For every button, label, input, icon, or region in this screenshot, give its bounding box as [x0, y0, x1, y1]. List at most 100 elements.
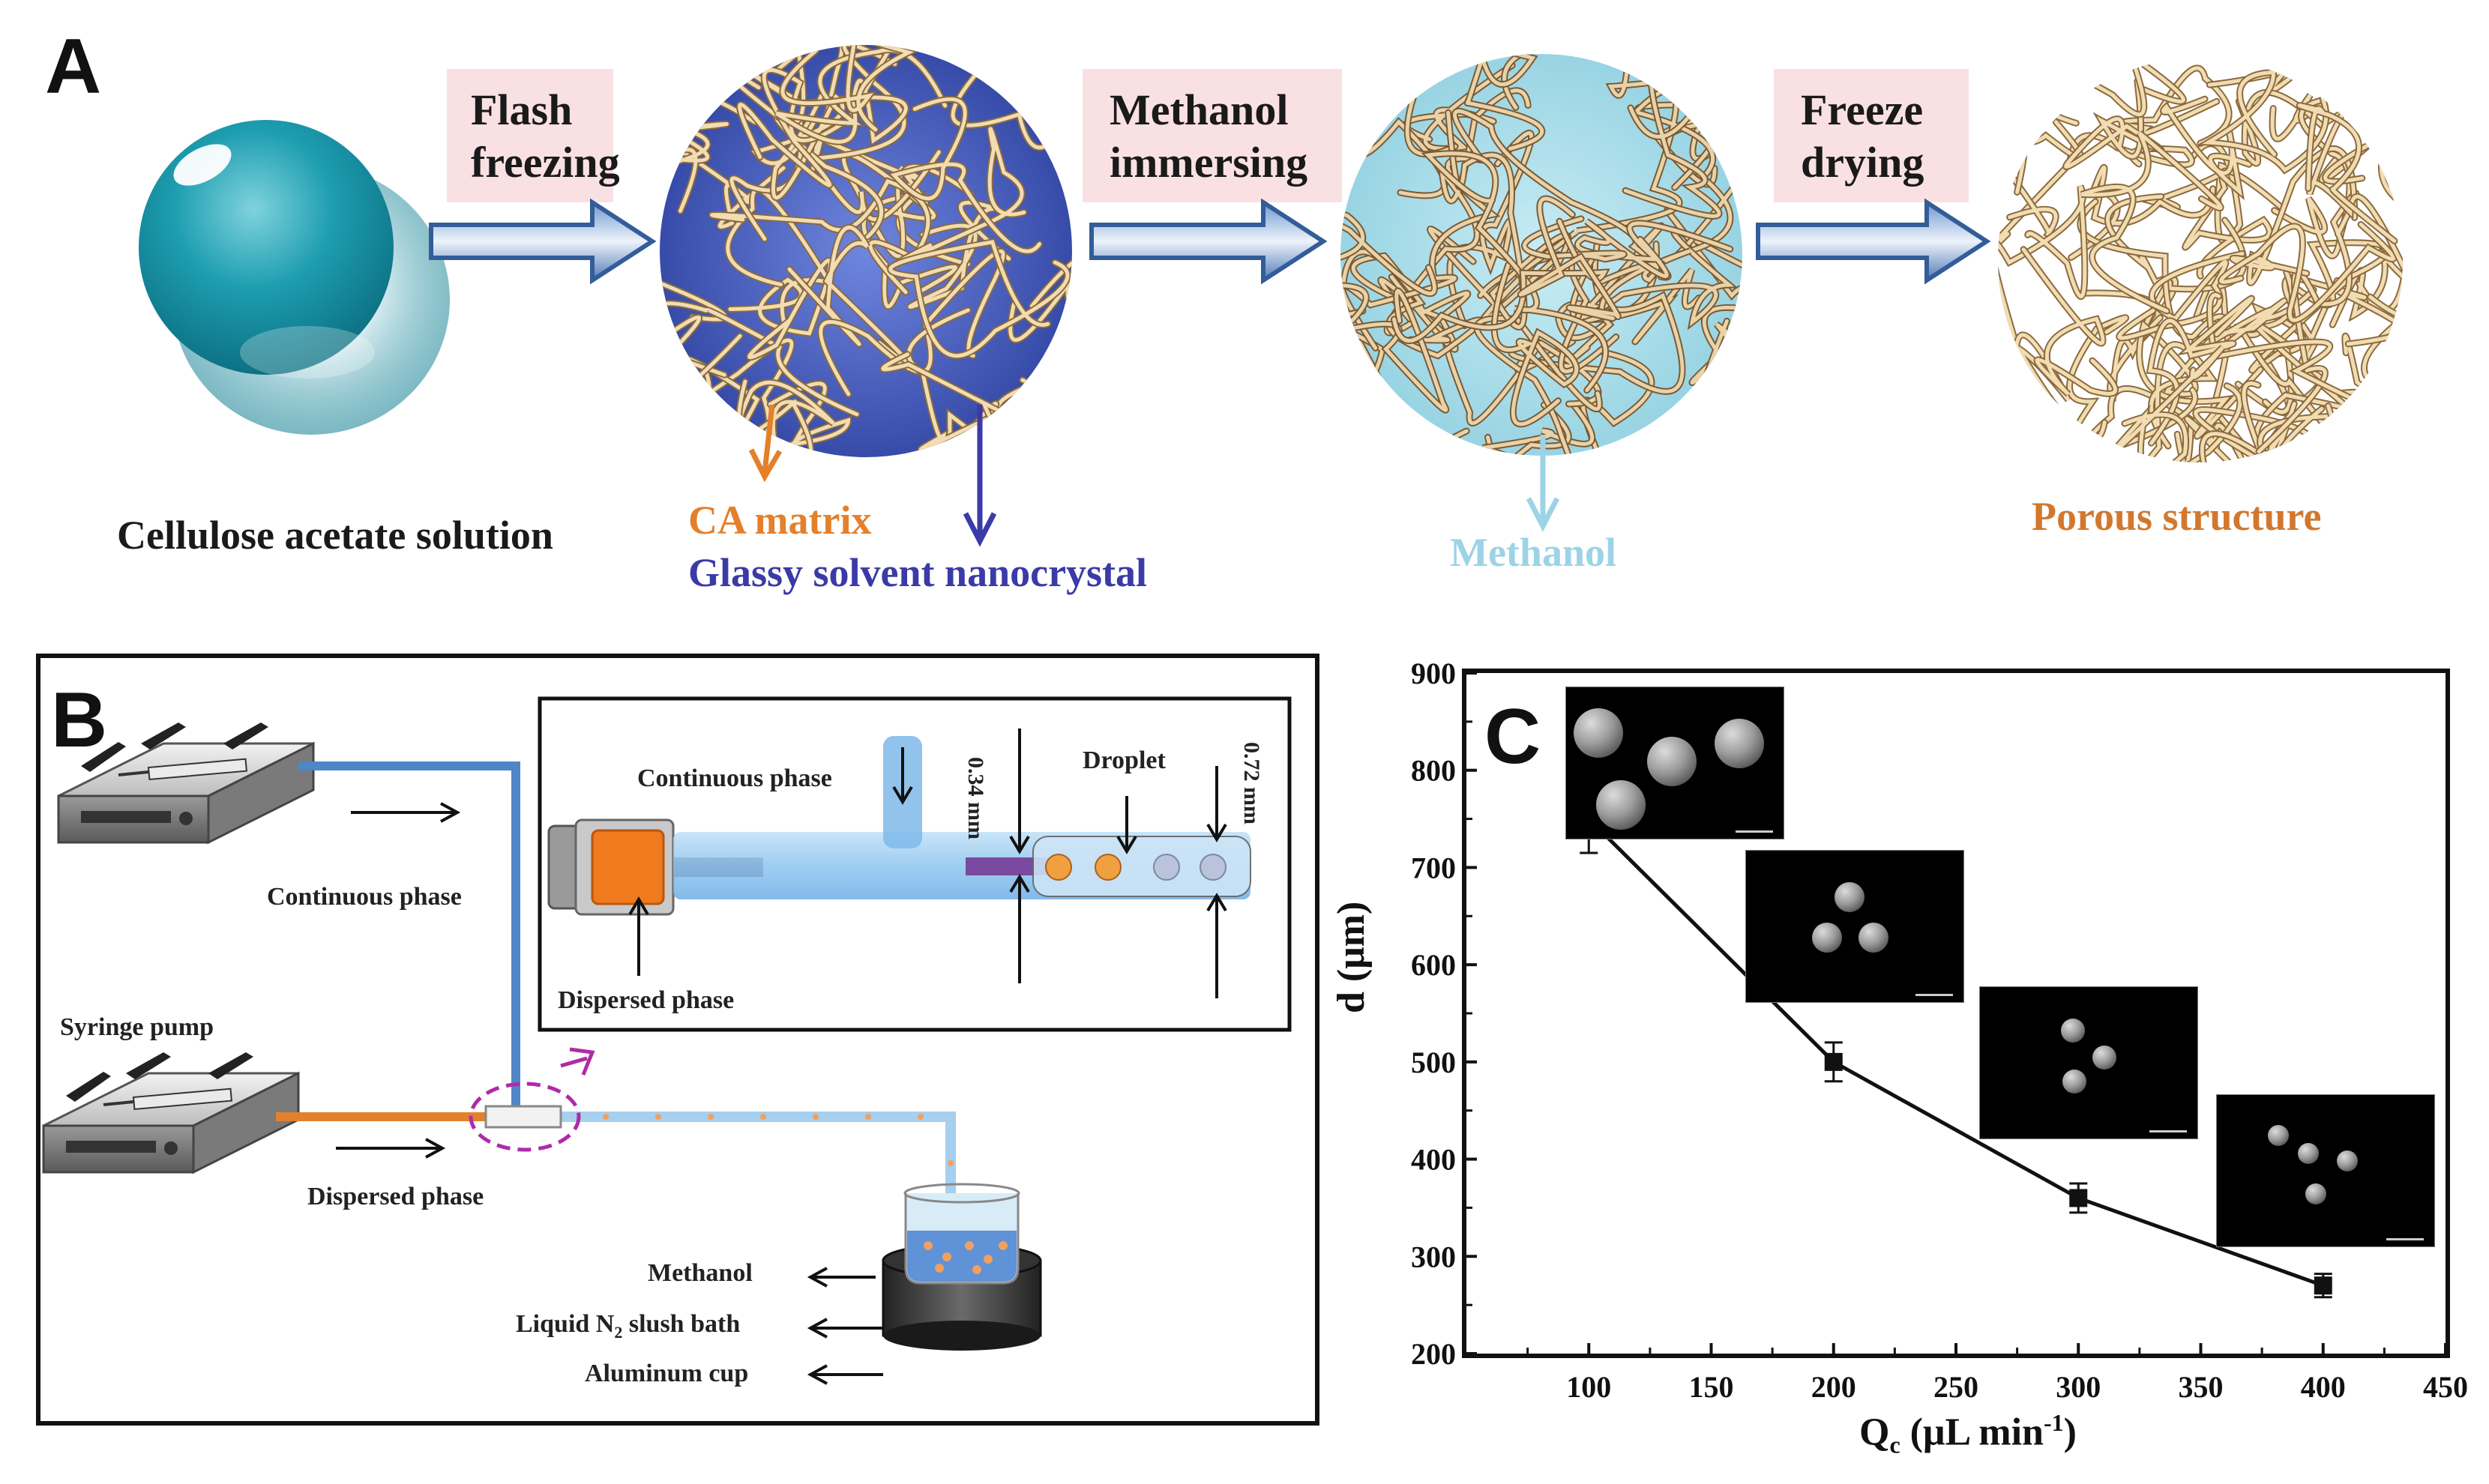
chart-xlabel: Qc (μL min-1) [1859, 1409, 2077, 1459]
panel-a-letter: A [45, 23, 102, 110]
fiber-strand [1379, 277, 1575, 425]
fiber-strand [2297, 103, 2397, 243]
fiber-strand [1518, 196, 1620, 321]
step-label-freeze-line2: drying [1801, 138, 1924, 187]
chart-xlabel-close: ) [2063, 1411, 2077, 1454]
fiber-strand [751, 94, 845, 200]
syringe-pump-dispersed [42, 1052, 300, 1174]
label-dispersed-phase-pump: Dispersed phase [307, 1183, 484, 1210]
label-aluminum-cup: Aluminum cup [585, 1360, 749, 1387]
y-tick-label: 700 [1411, 851, 1456, 884]
fiber-strand [1515, 88, 1715, 277]
data-point [2069, 1189, 2088, 1207]
label-continuous-phase-pump: Continuous phase [267, 883, 462, 911]
step-label-flash: Flash freezing [471, 84, 620, 189]
y-tick-label: 300 [1411, 1240, 1456, 1273]
x-tick-label: 450 [2423, 1370, 2468, 1404]
x-tick-label: 350 [2179, 1370, 2224, 1404]
fiber-strand [1340, 203, 1436, 320]
label-slush-bath: Liquid N2 slush bath [516, 1310, 740, 1342]
y-tick-label: 800 [1411, 754, 1456, 788]
step-label-methanol-line1: Methanol [1110, 85, 1289, 134]
step-label-flash-line1: Flash [471, 85, 573, 134]
step-box-methanol-immersing [1083, 69, 1342, 202]
fiber-strand [1376, 402, 1571, 456]
fiber-strand [1690, 297, 1742, 386]
inset-label-dim1: 0.34 mm [963, 757, 988, 839]
fiber-strand [1571, 249, 1691, 361]
caption-ca-matrix: CA matrix [688, 498, 872, 543]
microfluidic-setup-diagram [42, 696, 1292, 1385]
fiber-strand [1424, 151, 1608, 393]
fiber-strand [1623, 58, 1721, 218]
label-syringe-pump: Syringe pump [60, 1013, 214, 1041]
chart-xlabel-sup: -1 [2043, 1409, 2064, 1436]
chart-xlabel-main: Q [1859, 1411, 1890, 1454]
x-tick-label: 250 [1933, 1370, 1978, 1404]
beaker-slush-bath [882, 1183, 1042, 1351]
step-box-freeze-drying [1774, 69, 1969, 202]
sem-image-300 [1979, 986, 2198, 1139]
y-tick-label: 500 [1411, 1046, 1456, 1079]
fiber-strand [2111, 346, 2224, 462]
label-slush-sub: 2 [614, 1322, 623, 1342]
fiber-strand [2230, 147, 2357, 285]
fiber-strand [2021, 247, 2117, 396]
inset-label-continuous-phase: Continuous phase [637, 764, 832, 792]
y-tick-label: 600 [1411, 948, 1456, 982]
x-tick-label: 400 [2301, 1370, 2346, 1404]
inset-label-dispersed-phase: Dispersed phase [558, 986, 735, 1014]
caption-cellulose-solution: Cellulose acetate solution [117, 513, 553, 558]
x-tick-label: 300 [2056, 1370, 2101, 1404]
fiber-strand [2147, 296, 2254, 445]
fiber-strand [737, 68, 856, 187]
fiber-strand [1351, 253, 1469, 352]
fiber-strand [1665, 208, 1742, 333]
data-point [1824, 1052, 1843, 1071]
process-arrows [429, 198, 1991, 285]
fiber-strand [1340, 283, 1448, 412]
caption-methanol: Methanol [1450, 530, 1616, 575]
arrow-methanol-immersing [1089, 198, 1328, 285]
fiber-strand [1492, 262, 1579, 426]
caption-glassy-solvent: Glassy solvent nanocrystal [688, 550, 1148, 595]
panel-a-pointers [748, 404, 1560, 547]
y-tick-label: 400 [1411, 1143, 1456, 1177]
data-point [2314, 1276, 2332, 1295]
fiber-strand [1523, 217, 1626, 373]
y-tick-label: 200 [1411, 1337, 1456, 1371]
panel-b-letter: B [51, 677, 108, 764]
fiber-strand [2219, 223, 2396, 322]
fiber-strand [1998, 185, 2087, 340]
sem-image-400 [2216, 1094, 2435, 1247]
fiber-strand [660, 182, 727, 322]
fiber-strand [780, 45, 915, 132]
fiber-strand [1466, 54, 1544, 151]
chart-ylabel: d (μm) [1330, 901, 1373, 1013]
series-line [1587, 817, 2324, 1288]
arrow-flash-freezing [429, 198, 657, 285]
fiber-strand [2080, 131, 2223, 313]
chart-xlabel-sub: c [1889, 1431, 1900, 1459]
fiber-strand [2137, 320, 2263, 438]
y-tick-label: 900 [1411, 657, 1456, 690]
label-methanol: Methanol [648, 1259, 753, 1287]
step-box-flash-freezing [447, 69, 613, 202]
fiber-strand [2117, 251, 2245, 340]
cellulose-solution-droplet [139, 120, 450, 435]
syringe-pump-continuous [57, 723, 315, 845]
panel-c-letter: C [1484, 693, 1541, 780]
caption-porous-structure: Porous structure [2032, 494, 2322, 539]
arrow-freeze-drying [1756, 198, 1991, 285]
step-label-flash-line2: freezing [471, 138, 620, 187]
inset-device [547, 736, 1251, 916]
methanol-immersed-circle [1340, 54, 1742, 456]
label-slush-prefix: Liquid N [516, 1310, 615, 1338]
fiber-strand [710, 178, 930, 295]
step-label-methanol-line2: immersing [1110, 138, 1308, 187]
fiber-strand [890, 97, 1041, 253]
chart-xlabel-unit: (μL min [1900, 1411, 2044, 1454]
step-label-freeze: Freeze drying [1801, 84, 1924, 189]
sem-image-100 [1565, 687, 1784, 839]
